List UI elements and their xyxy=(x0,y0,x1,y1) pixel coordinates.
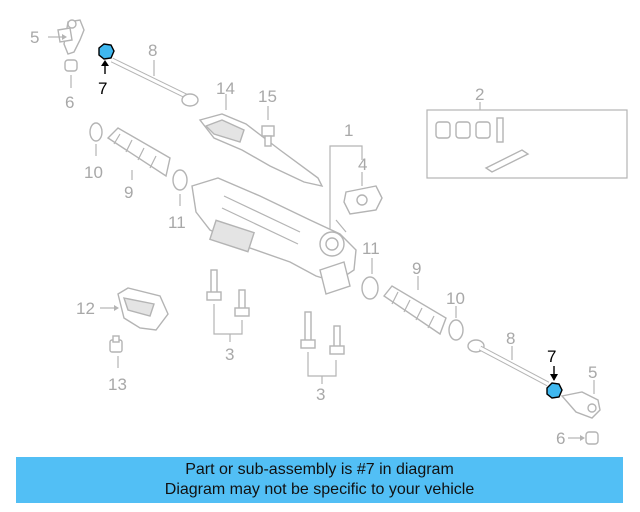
callout-6-top: 6 xyxy=(65,93,74,112)
arrow-6-right xyxy=(580,435,585,441)
callout-14: 14 xyxy=(216,79,235,98)
boot-9-right xyxy=(382,285,447,336)
clamp-10-right xyxy=(448,319,464,341)
bolts-3-left xyxy=(206,269,250,317)
callout-8-right: 8 xyxy=(506,329,515,348)
leader-3-right xyxy=(307,352,337,377)
bracket-12 xyxy=(117,287,169,331)
arrow-12 xyxy=(114,305,119,311)
callout-10-left: 10 xyxy=(84,163,103,182)
leader-1 xyxy=(329,145,363,232)
callout-9-right: 9 xyxy=(412,259,421,278)
callout-4: 4 xyxy=(358,155,367,174)
callout-6-right: 6 xyxy=(556,429,565,448)
banner-line-1: Part or sub-assembly is #7 in diagram xyxy=(185,461,454,478)
callout-3-left: 3 xyxy=(225,345,234,364)
callout-2: 2 xyxy=(475,85,484,104)
callout-7-top: 7 xyxy=(98,79,107,98)
callout-15: 15 xyxy=(258,87,277,106)
callout-3-right: 3 xyxy=(316,385,325,404)
kit-2-box xyxy=(426,109,628,179)
nut-6-right xyxy=(585,431,599,445)
callout-12: 12 xyxy=(76,299,95,318)
callout-8-top: 8 xyxy=(148,41,157,60)
callout-5-right: 5 xyxy=(588,363,597,382)
rack-mount-4 xyxy=(343,185,383,215)
heat-shield-14 xyxy=(198,113,324,188)
nut-6-top xyxy=(64,59,78,72)
callout-11-right: 11 xyxy=(362,239,380,258)
bolt-13 xyxy=(109,335,123,353)
arrow-7-top xyxy=(101,60,109,66)
callout-11-left: 11 xyxy=(168,213,186,232)
callout-13: 13 xyxy=(108,375,127,394)
bolts-3-right xyxy=(300,311,345,355)
clamp-11-right xyxy=(361,276,379,300)
callout-10-right: 10 xyxy=(446,289,465,308)
callout-1: 1 xyxy=(344,121,353,140)
banner-line-2: Diagram may not be specific to your vehi… xyxy=(164,481,475,498)
bolt-15 xyxy=(261,125,275,147)
callout-9-left: 9 xyxy=(124,183,133,202)
inner-tie-rod-right xyxy=(467,339,550,387)
leader-3-left xyxy=(213,304,243,335)
callout-5-top: 5 xyxy=(30,28,39,47)
clamp-10-left xyxy=(89,122,103,142)
steering-rack-housing xyxy=(191,177,357,295)
boot-9-left xyxy=(106,127,171,178)
inner-tie-rod-top xyxy=(110,57,199,107)
callout-7-right: 7 xyxy=(547,347,556,366)
highlighted-nut-7-right xyxy=(546,382,563,399)
highlighted-nut-7-top xyxy=(98,43,115,60)
clamp-11-left xyxy=(172,169,188,191)
info-banner: Part or sub-assembly is #7 in diagram Di… xyxy=(16,457,623,503)
tie-rod-end-right xyxy=(560,391,601,419)
arrow-7-right xyxy=(550,374,558,381)
arrow-5-top xyxy=(62,34,67,40)
